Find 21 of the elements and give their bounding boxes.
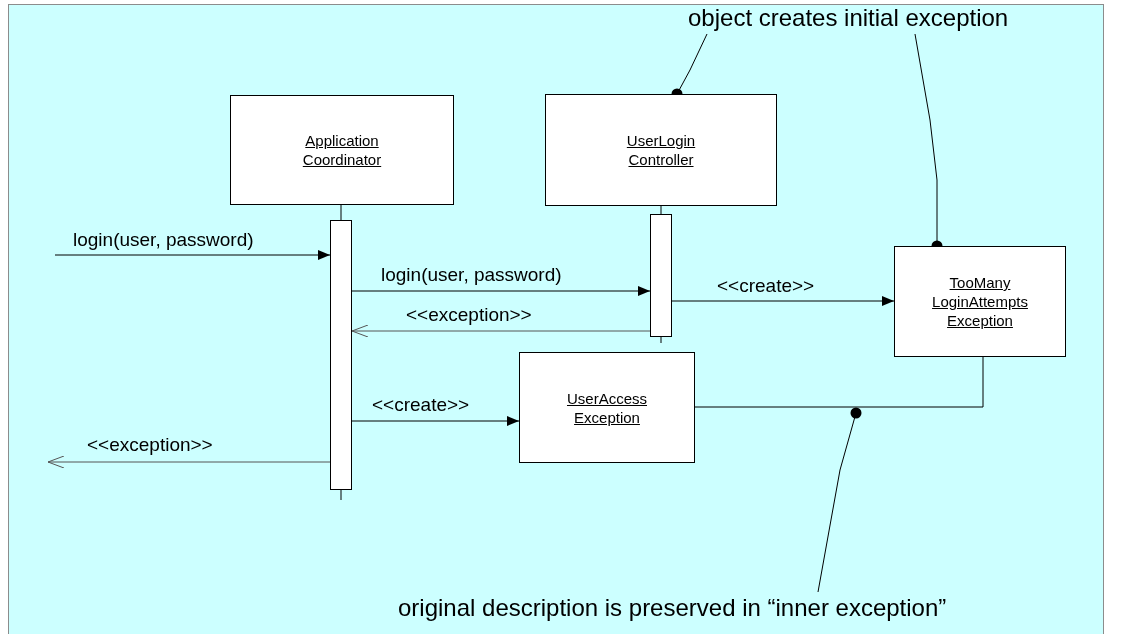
note-text: object creates initial exception [688,4,1009,32]
object-name: TooMany LoginAttempts Exception [931,273,1029,330]
object-box [519,352,695,463]
activation-bar [330,220,352,490]
activation-bar [650,214,672,337]
note-text: original description is preserved in “inner exception” [398,594,947,622]
arrow [47,455,331,469]
lifeline [340,204,342,221]
arrow [54,250,331,260]
leader-line [817,407,862,593]
object-name: Application Coordinator [301,131,383,169]
arrow [351,416,520,426]
object-box [230,95,454,205]
arrow [671,296,895,306]
arrow [351,286,651,296]
object-box [894,246,1066,357]
object-name: UserAccess Exception [566,388,648,427]
arrow [351,324,651,338]
object-name: UserLogin Controller [625,131,697,169]
lifeline [660,205,662,215]
object-box [545,94,777,206]
